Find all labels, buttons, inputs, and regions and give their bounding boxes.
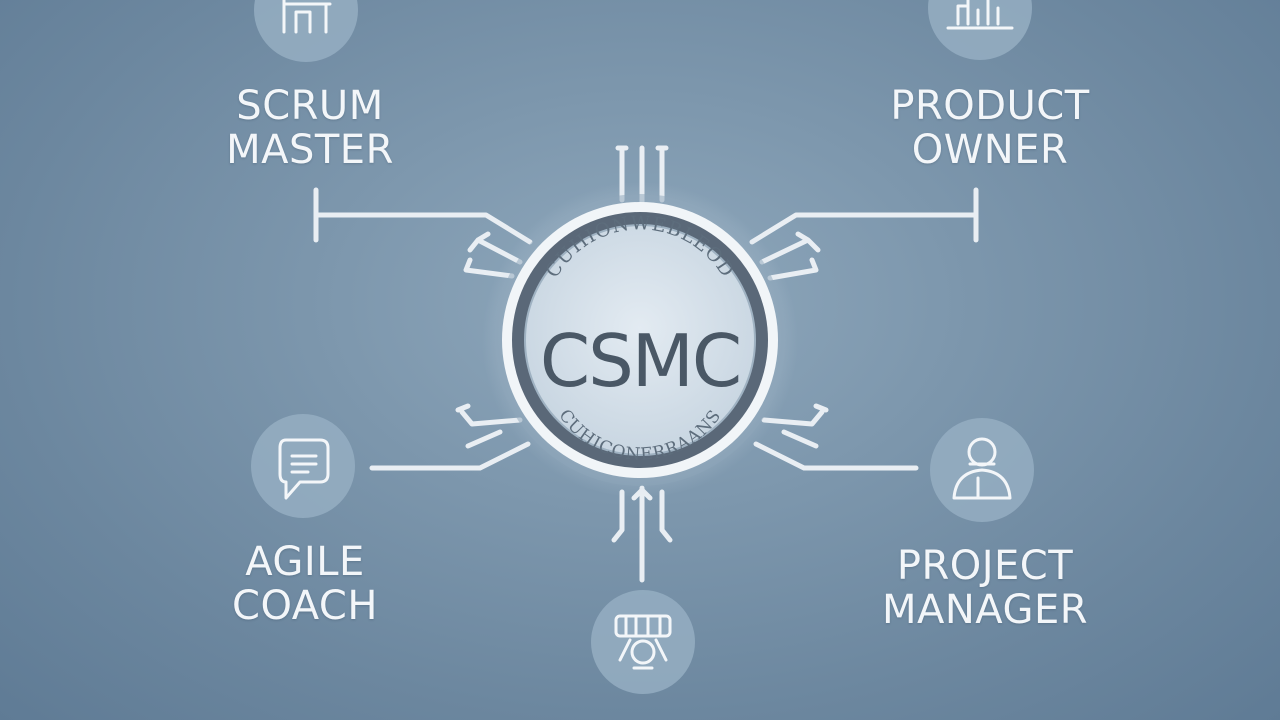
role-label-line: PRODUCT [890, 83, 1090, 129]
role-label-line: SCRUM [236, 83, 384, 129]
role-label-product-owner: PRODUCT OWNER [860, 84, 1120, 172]
role-label-agile-coach: AGILE COACH [195, 540, 415, 628]
role-label-line: OWNER [911, 127, 1069, 173]
connector-product-owner-arrow [759, 231, 821, 281]
connector-agile-coach-arrow [455, 403, 523, 449]
role-label-line: MASTER [226, 127, 394, 173]
connector-scrum-master [313, 212, 533, 245]
role-label-scrum-master: SCRUM MASTER [200, 84, 420, 172]
connector-project-manager [753, 441, 919, 471]
desk-icon [254, 0, 358, 62]
connector-project-manager-arrow [761, 403, 829, 449]
connector-top-stems [615, 145, 669, 205]
badge-title: CSMC [540, 319, 740, 403]
person-icon [930, 418, 1034, 522]
connector-lines [313, 145, 979, 583]
role-label-project-manager: PROJECT MANAGER [850, 544, 1120, 632]
csmc-badge: CUHIONWEBLEOD CUHICONERRAANS CSMC [482, 182, 798, 498]
role-label-line: AGILE [245, 539, 365, 585]
role-label-line: PROJECT [896, 543, 1074, 589]
connector-product-owner [749, 212, 979, 245]
connector-agile-coach [369, 441, 531, 471]
role-label-line: MANAGER [881, 587, 1089, 633]
connector-bottom-stems [611, 485, 673, 583]
chat-bubble-icon [251, 414, 355, 518]
team-gear-icon [591, 590, 695, 694]
team-icon [928, 0, 1032, 60]
role-label-line: COACH [232, 583, 378, 629]
